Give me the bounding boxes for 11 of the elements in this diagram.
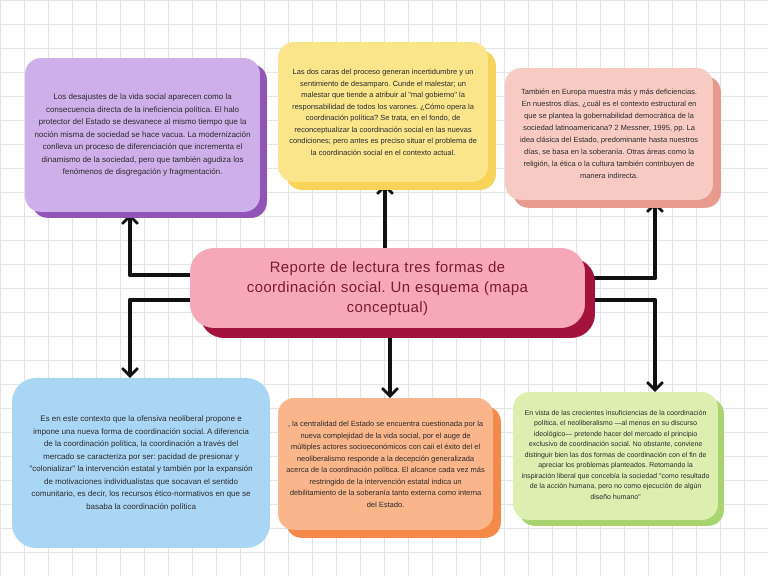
concept-box xyxy=(505,68,713,200)
concept-box xyxy=(513,392,718,520)
concept-box xyxy=(25,58,260,212)
concept-box xyxy=(12,378,270,548)
title-text: Reporte de lectura tres formas de coordinación social. Un esquema (mapa conceptual) xyxy=(246,258,530,318)
title-box xyxy=(190,248,585,328)
paragraph-text: Es en este contexto que la ofensiva neoliberal propone e impone una nueva forma de coordinación social. A diferencia de la coordinación política, la coordinación a través del mercado se caracteriza por ser: pacidad de presionar y "colonializar" la intervención estatal y también por la expansión de motivaciones individualistas que socavan el sentido comunitario, es decir, los recursos ético-normativos en que se basaba la coordinación política xyxy=(28,413,254,513)
paragraph-text: Los desajustes de la vida social aparecen como la consecuencia directa de la ineficiencia política. El halo protector del Estado se desvanece al mismo tiempo que la noción misma de sociedad se hace vacua. La modernización conlleva un proceso de diferenciación que incrementa el dinamismo de la sociedad, pero que también agudiza los fenómenos de disgregación y fragmentación. xyxy=(33,91,252,178)
concept-box xyxy=(278,42,488,182)
concept-box xyxy=(278,398,493,530)
arrow xyxy=(122,298,190,378)
